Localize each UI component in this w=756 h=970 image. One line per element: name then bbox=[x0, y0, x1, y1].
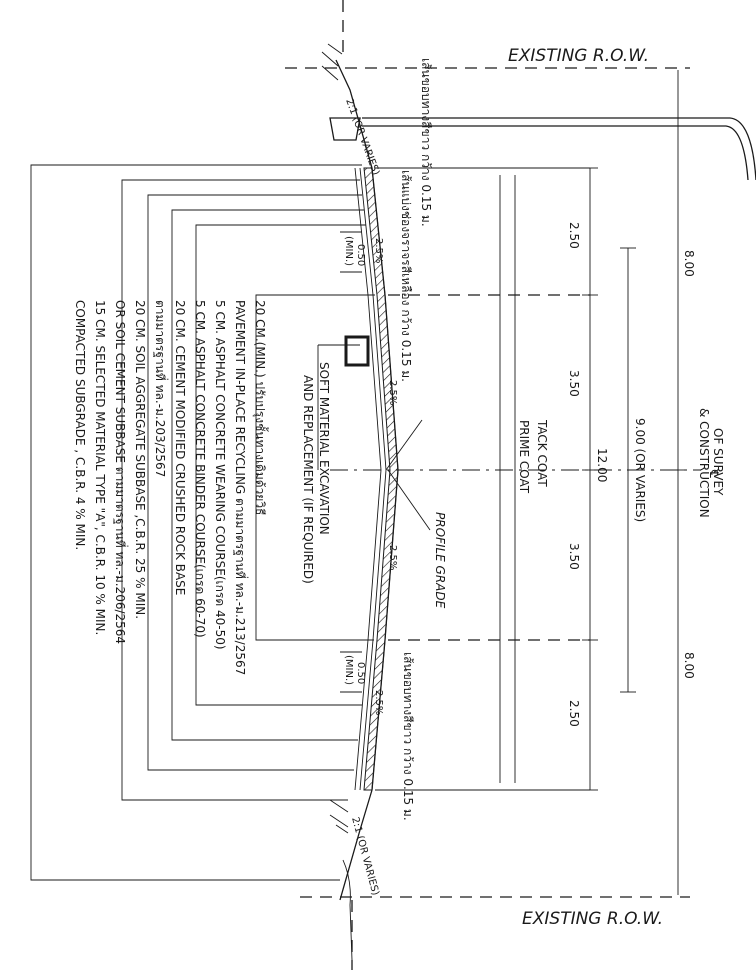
dim-shoulder-left: 2.50 bbox=[567, 222, 581, 249]
layer-text-6: ตามมาตรฐานที่ ทล.-ม.203/2567 bbox=[153, 300, 169, 477]
centerline-label-2: & CONSTRUCTION bbox=[697, 408, 711, 518]
edge-left: 0.50 bbox=[355, 244, 366, 266]
layer-text-2: PAVEMENT IN-PLACE RECYCLING ตามมาตรฐานที… bbox=[233, 300, 249, 675]
edge-dims bbox=[340, 231, 362, 693]
dim-travelway: 9.00 (OR VARIES) bbox=[633, 418, 647, 522]
callout-leaders bbox=[317, 344, 431, 531]
layer-text-8: OR SOIL CEMENT SUBBASE ตามมาตรฐานที่ ทล.… bbox=[113, 300, 129, 644]
dim-lane-left: 3.50 bbox=[567, 370, 581, 397]
layer-text-7: 20 CM. SOIL AGGREGATE SUBBASE ,C.B.R. 25… bbox=[133, 300, 147, 619]
guard-rail bbox=[362, 117, 756, 181]
center-line-label: เส้นแบ่งช่องจราจรสีเหลือง กว้าง 0.15 ม. bbox=[399, 170, 413, 382]
profile-grade-label: PROFILE GRADE bbox=[433, 512, 447, 609]
edge-right-min: (MIN.) bbox=[343, 655, 354, 685]
soft-material-label-1: SOFT MATERIAL EXCAVATION bbox=[317, 362, 331, 535]
side-slope-right: 2:1 (OR VARIES) bbox=[349, 816, 381, 897]
edge-right: 0.50 bbox=[355, 662, 366, 684]
layer-leaders bbox=[30, 164, 375, 881]
layer-text-1: 20 CM.(MIN.) ปรับปรุงชั้นทางเดิมด้วยวิธี bbox=[252, 300, 269, 515]
row-label-top: EXISTING R.O.W. bbox=[508, 46, 649, 66]
dim-half-right: 8.00 bbox=[682, 652, 696, 679]
centerline-label-1: OF SURVEY bbox=[711, 428, 725, 496]
prime-coat-label: PRIME COAT bbox=[517, 420, 531, 494]
right-embankment: 2:1 (OR VARIES) bbox=[329, 789, 381, 901]
dim-total: 12.00 bbox=[595, 448, 609, 482]
row-label-bottom: EXISTING R.O.W. bbox=[522, 909, 663, 929]
layer-text-5: 20 CM. CEMENT MODIFIED CRUSHED ROCK BASE bbox=[173, 300, 187, 595]
dim-lane-right: 3.50 bbox=[567, 543, 581, 570]
tack-coat-label: TACK COAT bbox=[535, 419, 549, 487]
left-embankment: 2:1 (OR VARIES) bbox=[321, 43, 381, 177]
slope-4: 2.5% bbox=[373, 690, 384, 715]
layer-text-9: 15 CM. SELECTED MATERIAL TYPE "A", C.B.R… bbox=[93, 300, 107, 635]
slope-2: 2.5% bbox=[387, 380, 398, 405]
layer-text-3: 5 CM. ASPHALT CONCRETE WEARING COURSE(เก… bbox=[213, 300, 227, 650]
layer-text-10: COMPACTED SUBGRADE , C.B.R. 4 % MIN. bbox=[73, 300, 87, 550]
layer-text-4: 5 CM. ASPHALT CONCRETE BINDER COURSE(เกร… bbox=[193, 300, 207, 638]
dim-half-left: 8.00 bbox=[682, 250, 696, 277]
edge-line-left-label: เส้นขอบทางสีขาว กว้าง 0.15 ม. bbox=[419, 58, 433, 227]
edge-left-min: (MIN.) bbox=[343, 236, 354, 266]
drain-box bbox=[344, 335, 370, 367]
slope-1: 2.5% bbox=[373, 238, 384, 263]
edge-line-right-label: เส้นขอบทางสีขาว กว้าง 0.15 ม. bbox=[401, 652, 415, 821]
slope-3: 2.5% bbox=[387, 545, 398, 570]
pavement-surface bbox=[354, 167, 399, 791]
dim-shoulder-right: 2.50 bbox=[567, 700, 581, 727]
centerline-symbol: ℄ bbox=[707, 469, 721, 478]
dimension-lines bbox=[375, 70, 684, 895]
soft-material-label-2: AND REPLACEMENT (IF REQUIRED) bbox=[301, 375, 315, 584]
existing-ground-line bbox=[342, 0, 353, 970]
